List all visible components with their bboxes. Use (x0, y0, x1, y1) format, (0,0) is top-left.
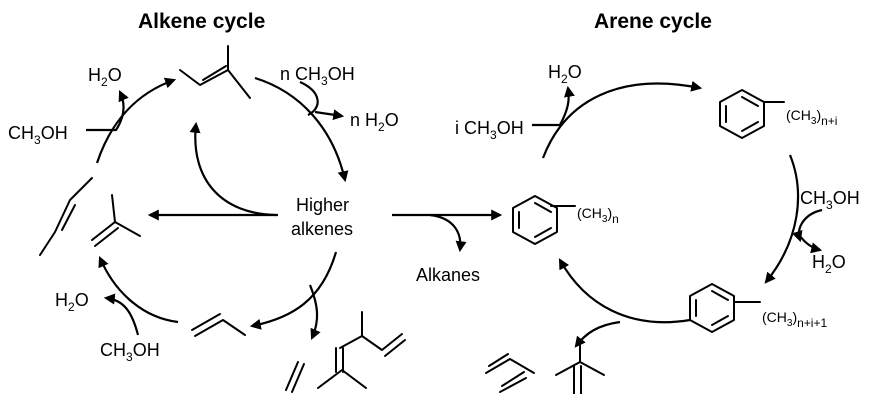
benzene-bottom-substituent: (CH3)n+i+1 (762, 309, 827, 330)
molecule-methylbutene-bottom (339, 333, 403, 351)
arrow-to-alkanes (429, 213, 467, 253)
arene-right-methanol-arrow (792, 208, 823, 243)
alkene-arc-lower-branch (308, 284, 321, 341)
benzene-ring-left (512, 195, 576, 245)
benzene-left-substituent: (CH3)n (577, 205, 619, 226)
center-connections (392, 209, 503, 253)
benzene-ring-top (719, 89, 785, 139)
arene-right-water-label: H2O (812, 252, 846, 276)
molecule-butene-left (39, 177, 93, 256)
arene-top-methanol-arrow (532, 85, 575, 127)
molecule-isobutene-left (91, 221, 141, 241)
arene-right-methanol-label: CH3OH (800, 188, 860, 212)
arene-arc-bottom (558, 258, 691, 324)
alkene-bottom-water-label: H2O (55, 290, 89, 314)
alkene-bottom-methanol-arrow (103, 293, 140, 336)
alkene-arc-top-right (254, 76, 349, 183)
alkene-arc-bottom-left (98, 255, 179, 324)
alkene-left-water-label: H2O (88, 65, 122, 89)
arene-arc-top (541, 80, 703, 159)
molecule-ethene-bottom (285, 361, 299, 391)
molecule-2-methyl-2-butene-top (179, 69, 251, 99)
alkene-arc-left-upper (95, 77, 177, 164)
higher-alkenes-label-line2: alkenes (291, 219, 353, 239)
alkene-top-methanol-label: n CH3OH (280, 64, 355, 88)
arene-top-water-label: H2O (548, 62, 582, 86)
benzene-ring-bottom (689, 283, 761, 333)
arene-arc-bottom-branch (574, 320, 621, 348)
higher-alkenes-label-line1: Higher (296, 195, 349, 215)
alkene-top-water-arrow (314, 109, 345, 121)
molecule-propene-arene (485, 358, 535, 374)
alkene-top-water-label: n H2O (350, 110, 399, 134)
arene-cycle-arcs (532, 80, 823, 348)
alkanes-label: Alkanes (416, 265, 480, 285)
molecule-ethene-arene (499, 377, 527, 393)
alkene-cycle-title: Alkene cycle (138, 10, 265, 33)
alkene-arc-inner (189, 121, 277, 217)
alkene-left-methanol-arrow (86, 90, 129, 132)
molecule-propene-bottom (194, 319, 246, 337)
arene-arc-right (764, 154, 800, 284)
arene-right-water-arrow (799, 235, 823, 254)
arene-cycle-title: Arene cycle (594, 10, 712, 33)
alkene-arc-right-lower (249, 251, 338, 330)
alkene-top-methanol-arrow (299, 80, 319, 116)
alkene-cycle-arcs (86, 76, 349, 341)
arene-products (485, 339, 605, 394)
benzene-top-substituent: (CH3)n+i (786, 107, 837, 128)
alkene-left-methanol-label: CH3OH (8, 123, 68, 147)
alkene-molecules (39, 45, 406, 393)
arene-top-methanol-label: i CH3OH (455, 118, 524, 142)
alkene-bottom-methanol-label: CH3OH (100, 340, 160, 364)
molecule-isobutene-bottom (317, 369, 367, 389)
